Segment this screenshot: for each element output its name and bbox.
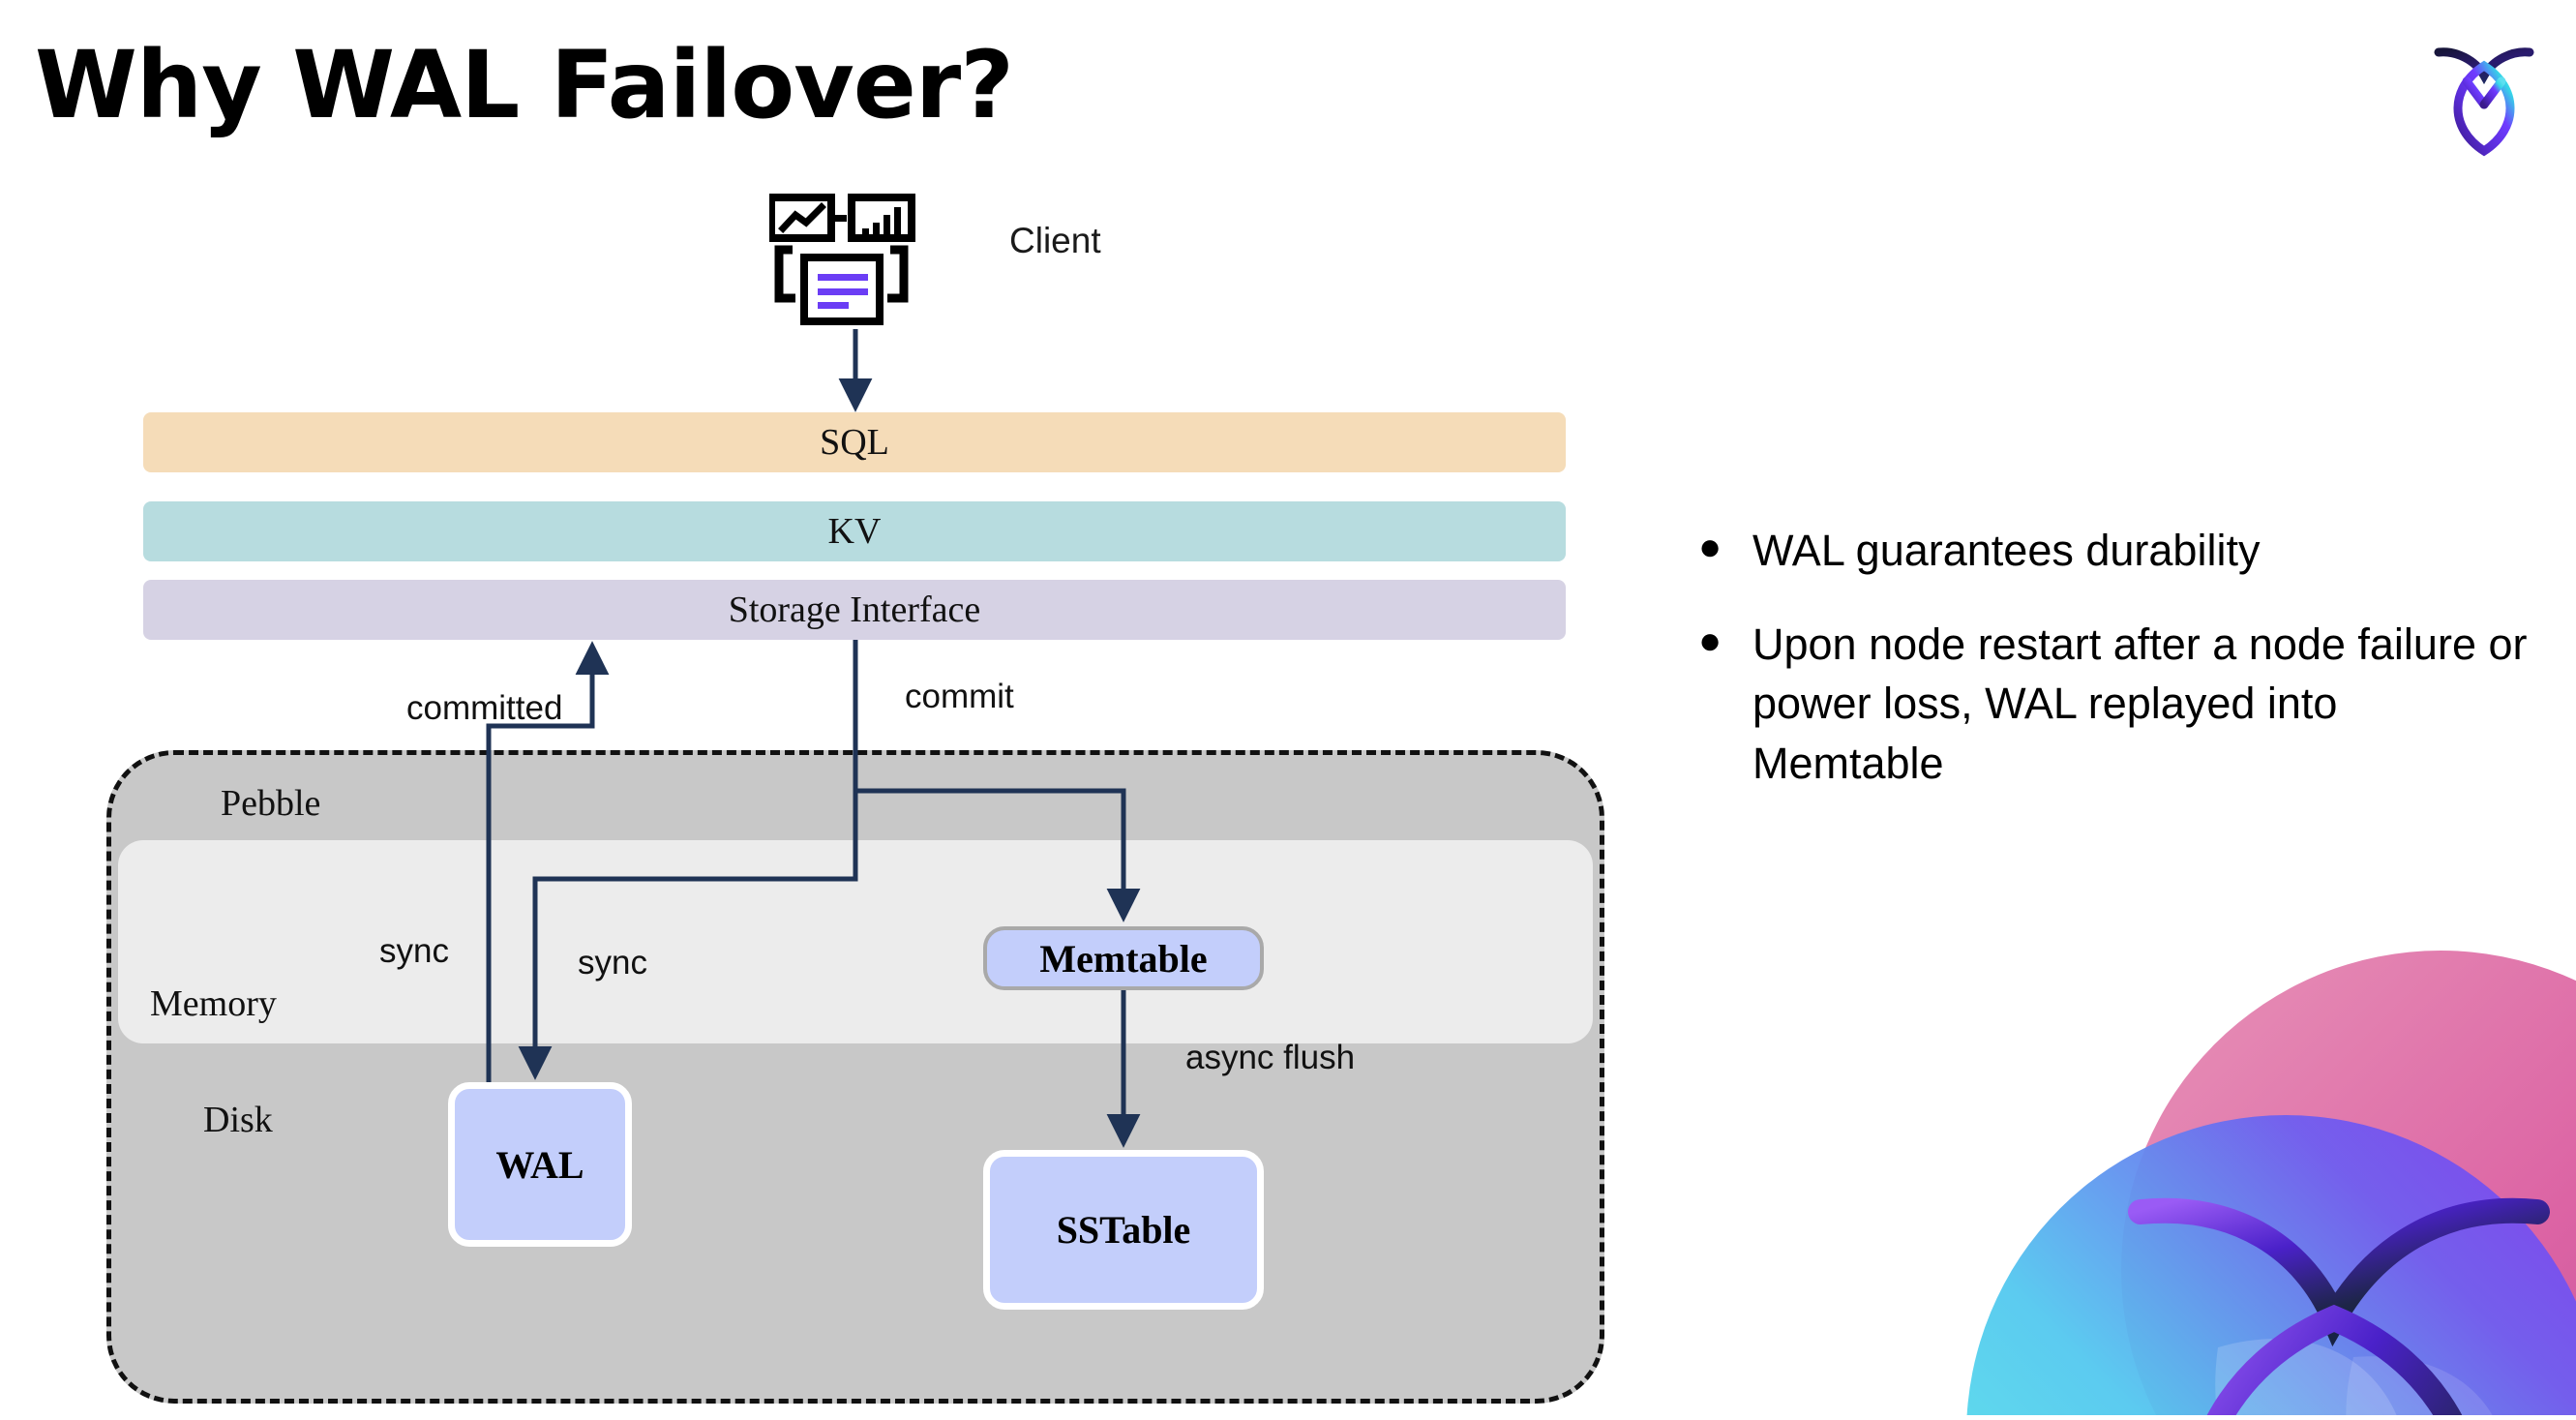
bullet-list: ● WAL guarantees durability ● Upon node … <box>1698 521 2531 828</box>
list-item: ● Upon node restart after a node failure… <box>1698 615 2531 793</box>
layer-bar-sql: SQL <box>143 412 1566 472</box>
node-memtable-label: Memtable <box>1039 936 1208 981</box>
page-title: Why WAL Failover? <box>35 31 1014 139</box>
disk-label: Disk <box>203 1100 273 1140</box>
decorative-logo-graphic <box>1899 892 2576 1415</box>
layer-label-storage-interface: Storage Interface <box>728 589 981 630</box>
pebble-label: Pebble <box>221 783 321 824</box>
edge-label-commit: commit <box>905 678 1014 715</box>
bullet-marker-icon: ● <box>1698 526 1722 568</box>
layer-label-sql: SQL <box>820 422 889 463</box>
bullet-text: WAL guarantees durability <box>1752 526 2261 575</box>
layer-label-kv: KV <box>827 511 882 552</box>
node-wal-label: WAL <box>495 1142 584 1187</box>
node-sstable-label: SSTable <box>1056 1208 1191 1252</box>
edge-label-sync-right: sync <box>578 944 647 982</box>
layer-bar-kv: KV <box>143 501 1566 561</box>
diagram-edges <box>486 329 1141 1148</box>
edge-label-sync-left: sync <box>379 932 449 970</box>
edge-label-async-flush: async flush <box>1185 1039 1356 1076</box>
layer-bar-storage-interface: Storage Interface <box>143 580 1566 640</box>
edge-label-committed: committed <box>406 689 563 727</box>
client-dashboard-icon <box>767 194 922 329</box>
node-memtable: Memtable <box>983 926 1264 990</box>
node-wal: WAL <box>448 1082 632 1247</box>
node-sstable: SSTable <box>983 1150 1264 1310</box>
architecture-diagram: Client SQL KV Storage Interface Pebble M… <box>106 194 1604 1404</box>
bullet-marker-icon: ● <box>1698 619 1722 663</box>
client-label: Client <box>1009 221 1101 260</box>
bullet-text: Upon node restart after a node failure o… <box>1752 619 2528 788</box>
memory-label: Memory <box>150 983 277 1024</box>
list-item: ● WAL guarantees durability <box>1698 521 2531 580</box>
cockroachdb-logo <box>2411 27 2557 163</box>
